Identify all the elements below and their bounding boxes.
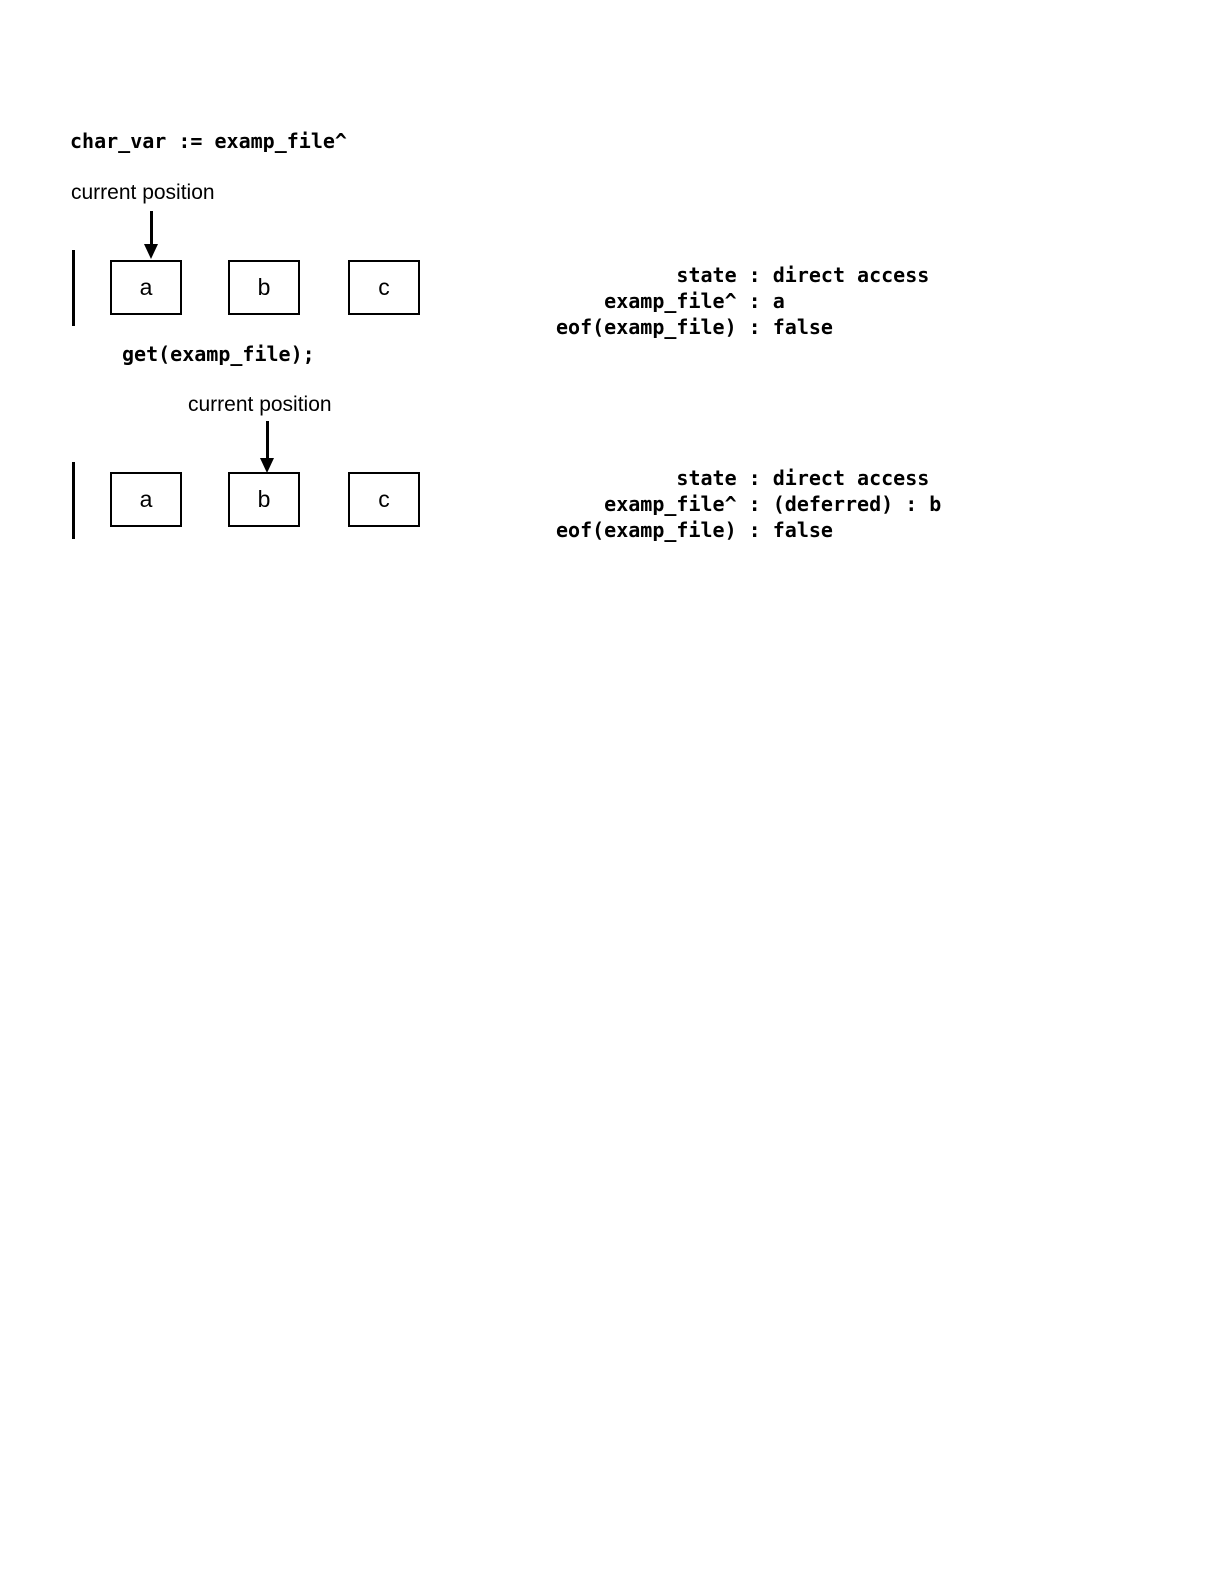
file-cell-value: b [257,486,271,512]
file-cell-value: a [139,274,153,300]
file-cell-stage1-2: c [348,260,420,315]
status-key: examp_file^ [604,289,737,313]
status-separator: : [736,263,773,287]
file-cell-stage2-0: a [110,472,182,527]
status-value: false [772,518,833,542]
arrow-shaft [150,211,153,245]
status-key: examp_file^ [604,492,737,516]
status-readout-stage2: state : direct access examp_file^ : (def… [556,465,941,543]
arrow-head [144,244,158,259]
file-cell-value: c [378,486,390,512]
file-start-marker-stage1 [72,250,75,326]
status-value: direct access [772,263,930,287]
status-value: false [772,315,833,339]
status-value: direct access [772,466,930,490]
file-cell-value: a [139,486,153,512]
status-separator: : [736,315,773,339]
status-key: state [676,263,737,287]
get-operation-code-line: get(examp_file); [122,342,315,366]
status-key: state [676,466,737,490]
status-separator: : [736,466,773,490]
current-position-arrow-icon-stage2 [258,421,276,473]
file-cell-stage1-0: a [110,260,182,315]
status-key: eof(examp_file) [556,518,737,542]
status-value: (deferred) : b [772,492,942,516]
file-cell-stage2-2: c [348,472,420,527]
status-readout-stage1: state : direct access examp_file^ : a eo… [556,262,929,340]
status-value: a [772,289,785,313]
assignment-code-line: char_var := examp_file^ [70,129,347,153]
file-start-marker-stage2 [72,462,75,539]
status-separator: : [736,492,773,516]
current-position-label-stage2: current position [188,393,332,416]
status-separator: : [736,518,773,542]
status-separator: : [736,289,773,313]
file-cell-stage1-1: b [228,260,300,315]
file-cell-value: b [257,274,271,300]
current-position-label-stage1: current position [71,181,215,204]
current-position-arrow-icon-stage1 [142,211,160,259]
file-cell-stage2-1: b [228,472,300,527]
arrow-head [260,458,274,473]
file-cell-value: c [378,274,390,300]
arrow-shaft [266,421,269,459]
status-key: eof(examp_file) [556,315,737,339]
